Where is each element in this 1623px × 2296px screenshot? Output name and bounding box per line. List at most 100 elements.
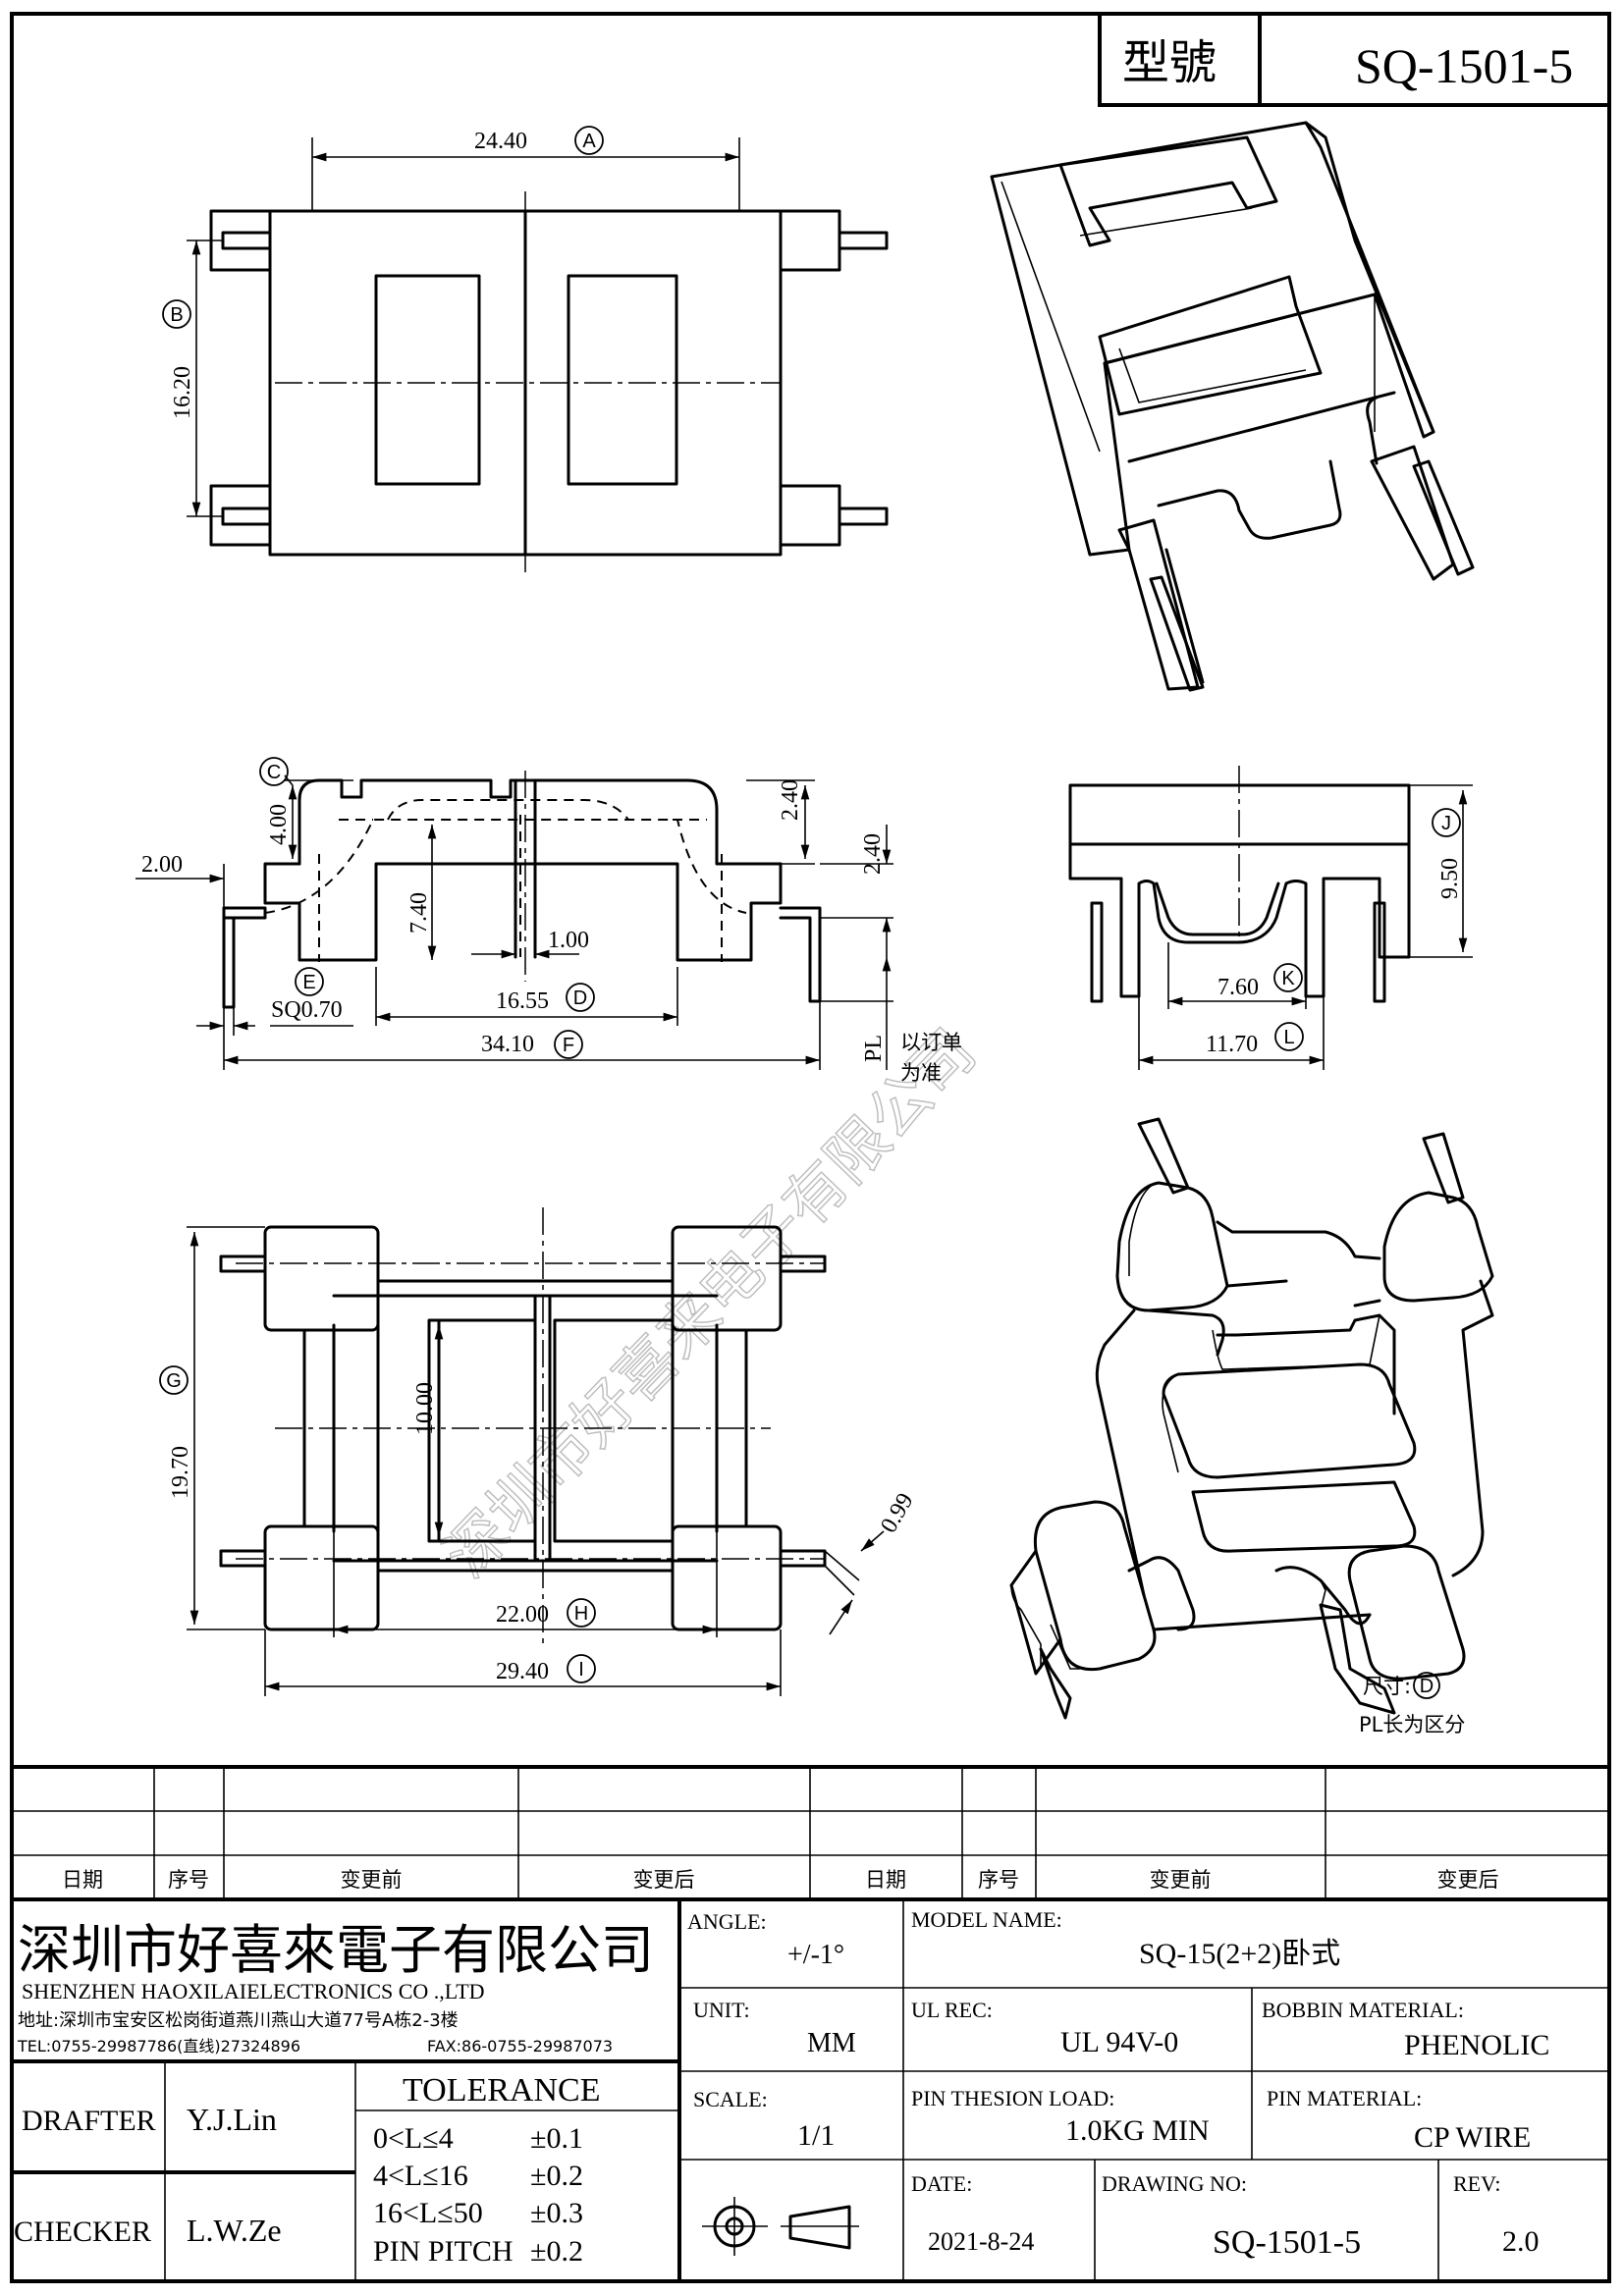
size-note: 尺寸: D PL长为区分 — [1359, 1672, 1465, 1736]
pin-material-label: PIN MATERIAL: — [1267, 2086, 1422, 2110]
model-label: 型號 — [1122, 37, 1217, 89]
pin-material-value: CP WIRE — [1414, 2121, 1531, 2154]
unit-value: MM — [807, 2028, 856, 2058]
side-view: 9.50 J 7.60 K 11.70 L — [1068, 766, 1473, 1070]
dim-c-tag-circle — [259, 757, 289, 786]
tol-value-3: ±0.3 — [530, 2197, 583, 2229]
scale-label: SCALE: — [693, 2087, 768, 2111]
dim-240-mid: 2.40 — [860, 833, 886, 875]
dim-a-tag: A — [582, 131, 596, 152]
drawing-no-value: SQ-1501-5 — [1213, 2224, 1361, 2261]
rev-header-after-2: 变更后 — [1437, 1868, 1499, 1892]
isometric-view-bottom — [1009, 1117, 1494, 1720]
dim-240-top: 2.40 — [778, 779, 803, 821]
dim-a-tag-circle — [574, 126, 604, 155]
tol-value-2: ±0.2 — [530, 2160, 583, 2192]
size-tag: D — [1420, 1676, 1434, 1697]
dim-740: 7.40 — [406, 892, 432, 934]
drafter-label: DRAFTER — [22, 2105, 156, 2137]
dim-h-tag: H — [574, 1603, 588, 1625]
dim-l-value: 11.70 — [1206, 1032, 1258, 1057]
rev-header-before-1: 变更前 — [341, 1868, 403, 1892]
bottom-view: 19.70 G 10.00 0.99 22.00 H 29.40 I — [159, 1207, 919, 1696]
dim-g-tag: G — [166, 1370, 182, 1392]
dim-h-value: 22.00 — [496, 1602, 549, 1628]
dim-d-tag: D — [573, 988, 587, 1009]
isometric-view-top — [990, 121, 1475, 692]
dim-f-value: 34.10 — [481, 1032, 534, 1057]
dim-l-tag: L — [1283, 1027, 1294, 1048]
ul-rec-label: UL REC: — [911, 1998, 993, 2022]
dim-k-tag-circle — [1273, 963, 1303, 992]
dim-i-tag-circle — [567, 1654, 596, 1683]
rev-header-date-1: 日期 — [62, 1868, 103, 1892]
angle-value: +/-1° — [787, 1940, 844, 1970]
dim-c-tag: C — [267, 762, 281, 783]
tol-range-4: PIN PITCH — [373, 2235, 514, 2268]
dim-j-tag: J — [1441, 813, 1451, 834]
model-header-box: 型號 SQ-1501-5 — [1098, 12, 1611, 107]
dim-099: 0.99 — [876, 1489, 919, 1537]
checker-label: CHECKER — [14, 2216, 151, 2248]
dim-1000: 10.00 — [412, 1382, 438, 1435]
rev-header-no-1: 序号 — [168, 1868, 209, 1892]
dim-b-tag: B — [170, 304, 183, 326]
model-name-value: SQ-15(2+2)卧式 — [1139, 1938, 1340, 1970]
ul-rec-value: UL 94V-0 — [1060, 2026, 1178, 2058]
dim-pl: PL — [861, 1035, 887, 1062]
tol-value-1: ±0.1 — [530, 2122, 583, 2155]
size-label: 尺寸: — [1363, 1675, 1411, 1698]
dim-200: 2.00 — [141, 852, 183, 878]
dim-d-value: 16.55 — [496, 988, 549, 1014]
tol-range-3: 16<L≤50 — [373, 2197, 483, 2229]
dim-g-value: 19.70 — [168, 1446, 193, 1499]
dim-f-tag-circle — [554, 1030, 583, 1059]
pl-length-note: PL长为区分 — [1359, 1713, 1465, 1736]
dim-b-tag-circle — [162, 299, 191, 329]
size-tag-circle — [1413, 1672, 1440, 1699]
company-tel: TEL:0755-29987786(直线)27324896 — [17, 2037, 300, 2056]
dim-e-tag: E — [302, 972, 315, 993]
company-name-en: SHENZHEN HAOXILAIELECTRONICS CO .,LTD — [22, 1979, 485, 2003]
drawing-border — [10, 12, 1611, 2283]
tol-range-2: 4<L≤16 — [373, 2160, 468, 2192]
dim-c-value: 4.00 — [266, 804, 292, 845]
rev-header-before-2: 变更前 — [1150, 1868, 1212, 1892]
rev-value: 2.0 — [1502, 2225, 1540, 2258]
pin-load-value: 1.0KG MIN — [1065, 2114, 1210, 2147]
pl-note-1: 以订单 — [900, 1031, 962, 1054]
tolerance-title: TOLERANCE — [403, 2072, 600, 2109]
dim-100: 1.00 — [548, 928, 589, 953]
dim-j-value: 9.50 — [1437, 858, 1463, 899]
date-label: DATE: — [911, 2171, 972, 2196]
title-block: 深圳市好喜來電子有限公司 SHENZHEN HAOXILAIELECTRONIC… — [12, 1899, 1609, 2281]
rev-header-date-2: 日期 — [865, 1868, 906, 1892]
dim-a-value: 24.40 — [474, 129, 527, 154]
model-number: SQ-1501-5 — [1355, 38, 1573, 93]
dim-e-tag-circle — [295, 967, 324, 996]
dim-d-tag-circle — [566, 983, 595, 1012]
drafter-name: Y.J.Lin — [187, 2102, 277, 2137]
dim-b-value: 16.20 — [170, 366, 195, 419]
pl-note-2: 为准 — [900, 1061, 942, 1085]
dim-e-value: SQ0.70 — [271, 997, 343, 1023]
checker-name: L.W.Ze — [187, 2213, 282, 2248]
dim-f-tag: F — [563, 1035, 574, 1056]
angle-label: ANGLE: — [687, 1909, 767, 1934]
unit-label: UNIT: — [693, 1998, 750, 2022]
date-value: 2021-8-24 — [928, 2227, 1034, 2256]
dim-k-value: 7.60 — [1217, 975, 1259, 1000]
bobbin-material-value: PHENOLIC — [1404, 2029, 1549, 2061]
scale-value: 1/1 — [797, 2119, 835, 2152]
tol-value-4: ±0.2 — [530, 2235, 583, 2268]
rev-header-no-2: 序号 — [978, 1868, 1019, 1892]
top-view: 24.40 A 16.20 B — [162, 126, 889, 574]
dim-i-value: 29.40 — [496, 1659, 549, 1684]
revision-table: 日期 序号 变更前 变更后 日期 序号 变更前 变更后 — [12, 1765, 1609, 1901]
dim-i-tag: I — [578, 1659, 584, 1681]
dim-h-tag-circle — [567, 1598, 596, 1628]
front-view: 4.00 C 2.40 2.40 7.40 1.00 2.00 E SQ0. — [135, 757, 962, 1085]
dim-k-tag: K — [1281, 968, 1295, 989]
rev-label: REV: — [1453, 2171, 1500, 2196]
